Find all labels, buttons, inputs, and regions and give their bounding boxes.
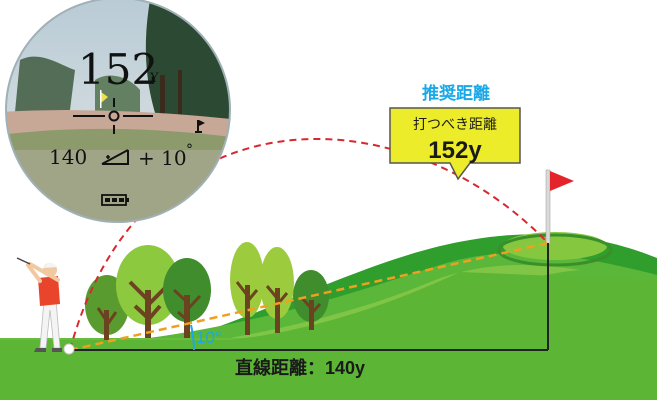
foreground-edge [0,272,657,400]
tee-flag-icon [195,120,205,133]
vf-distance-unit: Y [149,71,159,86]
viewfinder: 152 Y 140 + 10 ° [5,0,231,223]
line-of-sight [69,241,549,352]
golfer [16,257,75,355]
vf-degree: ° [186,142,193,158]
recommend-distance: 152y [428,137,482,164]
vf-slope: + 10 [138,146,187,170]
recommend-title: 推奨距離 [422,83,490,103]
crosshair-icon [73,98,153,134]
measurement-lines [69,138,549,352]
recommend-callout: 推奨距離 打つべき距離 152y [389,83,521,181]
straight-distance-label: 直線距離：140y [235,357,365,378]
golf-ball [63,343,75,355]
vf-line-distance: 140 [49,145,87,169]
angle-label: 10° [196,328,222,347]
callout-box [389,107,521,181]
slope-icon [101,149,129,165]
trajectory-arc [69,138,549,351]
battery-icon [101,194,129,206]
tree [116,245,180,338]
green [503,232,607,260]
recommend-subtitle: 打つべき距離 [413,116,497,132]
tree [163,258,211,338]
green-rim [497,233,613,267]
tree [230,242,264,335]
trees [85,242,329,340]
tree [293,270,329,330]
angle-arc [190,324,195,351]
vf-distance: 152 [78,45,158,94]
course-ground [0,232,657,400]
